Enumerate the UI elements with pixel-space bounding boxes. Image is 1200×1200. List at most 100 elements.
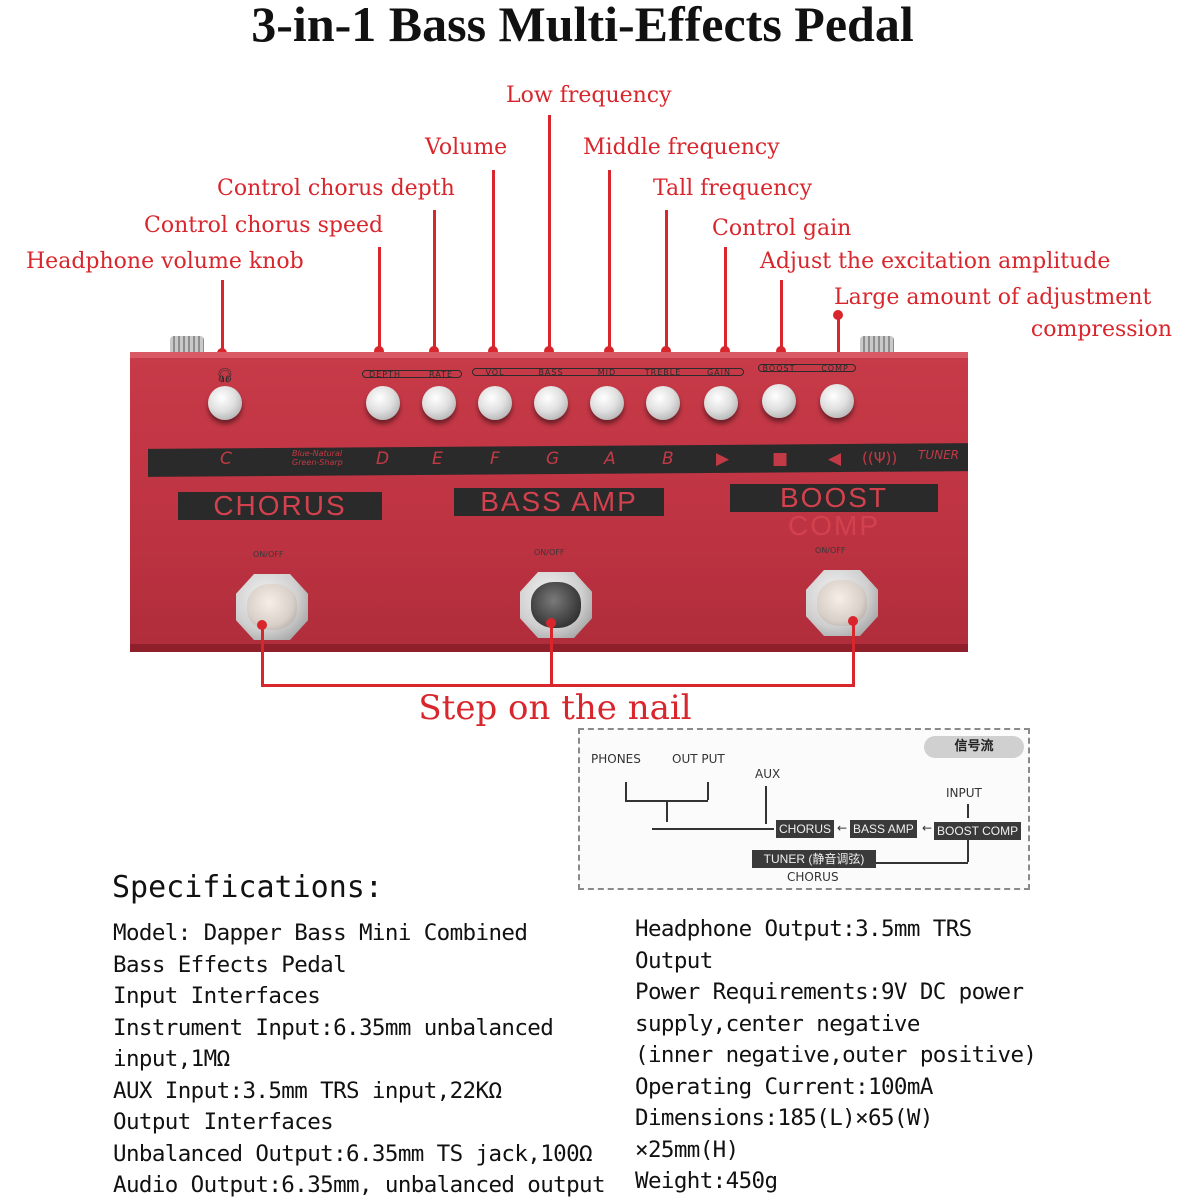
tuning-fork-icon: ((Ψ)) (862, 449, 898, 467)
callout-compression-line-2: compression (1030, 317, 1172, 342)
spec-line: Unbalanced Output:6.35mm TS jack,100Ω (113, 1140, 593, 1167)
flow-line-return (967, 840, 969, 862)
callout-chorus-depth: Control chorus depth (217, 176, 455, 201)
amp-knob-group (472, 368, 744, 376)
onoff-label-chorus: ON/OFF (253, 550, 284, 559)
tuner-label: TUNER (918, 448, 960, 462)
pointer-dot-bass (544, 346, 554, 356)
knob-label-bass: BASS (538, 368, 564, 377)
pointer-line-bass (548, 115, 551, 352)
spec-line: Bass Effects Pedal (113, 951, 347, 978)
knob-label-depth: DEPTH (369, 370, 401, 379)
bracket-center-leg (550, 624, 553, 686)
headphone-volume-knob[interactable] (208, 386, 242, 420)
chorus-knob-group (362, 370, 462, 378)
boost-knob[interactable] (762, 384, 796, 418)
tuner-legend: Blue-Natural Green-Sharp (292, 449, 343, 467)
vol-knob[interactable] (478, 386, 512, 420)
tuner-note-g: G (546, 449, 560, 469)
callout-chorus-speed: Control chorus speed (144, 213, 384, 238)
tuner-legend-blue: Blue-Natural (292, 449, 343, 458)
treble-knob[interactable] (646, 386, 680, 420)
bass-knob[interactable] (534, 386, 568, 420)
stop-icon: ■ (772, 449, 789, 469)
flow-arrow-left-2: ← (922, 821, 933, 835)
chorus-footswitch-cap (247, 584, 297, 630)
specs-left-column: Model: Dapper Bass Mini Combined Bass Ef… (113, 918, 606, 1200)
onoff-label-boost-comp: ON/OFF (815, 546, 846, 555)
boost-knob-group (758, 364, 856, 372)
flow-box-bass-amp: BASS AMP (850, 820, 917, 838)
knob-label-mid: MID (597, 368, 617, 377)
flow-label-bottom-chorus: CHORUS (787, 870, 839, 884)
spec-line: Audio Output:6.35mm, unbalanced output (113, 1172, 606, 1198)
pointer-line-vol (492, 170, 495, 352)
tuner-note-b: B (662, 449, 674, 469)
tuner-legend-green: Green-Sharp (292, 458, 343, 467)
pointer-line-gain (724, 247, 727, 352)
spec-line: Weight:450g (635, 1168, 778, 1194)
boost-comp-footswitch-cap (817, 580, 867, 626)
headphone-icon: 🎧︎ (216, 368, 234, 384)
pointer-line-mid (608, 170, 611, 352)
reverse-icon: ◀ (828, 449, 842, 469)
tuner-note-e: E (432, 449, 443, 469)
signal-flow-diagram: 信号流 PHONES OUT PUT AUX INPUT CHORUS ← BA… (578, 728, 1030, 890)
bracket-left-leg (261, 626, 264, 686)
flow-line-down (666, 800, 668, 822)
knob-label-boost: BOOST (762, 364, 796, 373)
pointer-dot-gain (720, 346, 730, 356)
flow-label-phones: PHONES (591, 752, 641, 766)
knob-label-comp: COMP (821, 364, 849, 373)
specs-right-column: Headphone Output:3.5mm TRS Output Power … (635, 914, 1037, 1198)
spec-line: Output Interfaces (113, 1109, 334, 1135)
spec-line: Dimensions:185(L)×65(W) (635, 1105, 933, 1131)
flow-line-aux (765, 786, 767, 824)
flow-line-main (652, 828, 774, 830)
gain-knob[interactable] (704, 386, 738, 420)
pointer-line-treble (665, 210, 668, 352)
callout-volume: Volume (425, 135, 508, 160)
flow-line-output (707, 782, 709, 800)
pointer-line-rate (433, 210, 436, 352)
callout-middle-frequency: Middle frequency (583, 135, 780, 160)
spec-line: supply,center negative (635, 1010, 920, 1037)
flow-box-chorus: CHORUS (776, 820, 835, 838)
callout-headphone-volume: Headphone volume knob (26, 249, 304, 274)
play-icon: ▶ (716, 449, 730, 469)
bracket-dot-center (546, 618, 556, 628)
flow-box-tuner: TUNER (静音调弦) (752, 850, 876, 868)
flow-label-aux: AUX (755, 767, 781, 781)
callout-control-gain: Control gain (712, 216, 852, 241)
callout-compression: Large amount of adjustment compression (834, 282, 1172, 346)
tuner-note-c: C (220, 449, 232, 469)
signal-flow-title: 信号流 (924, 736, 1024, 758)
bracket-dot-left (257, 620, 267, 630)
bracket-bar (261, 684, 855, 687)
comp-knob[interactable] (820, 384, 854, 418)
flow-arrow-left-1: ← (837, 821, 848, 835)
callout-low-frequency: Low frequency (506, 83, 672, 108)
pointer-dot-boost (776, 346, 786, 356)
page-title: 3-in-1 Bass Multi-Effects Pedal (251, 0, 914, 52)
pointer-line-boost (780, 280, 783, 352)
spec-line: Headphone Output:3.5mm TRS (635, 916, 972, 942)
tuner-note-a: A (604, 449, 616, 469)
pointer-dot-depth (374, 346, 384, 356)
spec-line: (inner negative,outer positive) (635, 1042, 1037, 1068)
flow-box-boost-comp: BOOST COMP (934, 822, 1022, 840)
spec-line: ×25mm(H) (635, 1136, 739, 1163)
rate-knob[interactable] (422, 386, 456, 420)
depth-knob[interactable] (366, 386, 400, 420)
section-label-boost-comp: BOOST COMP (730, 484, 938, 540)
mid-knob[interactable] (590, 386, 624, 420)
spec-line: Output (635, 947, 713, 974)
section-label-chorus: CHORUS (178, 492, 382, 520)
section-label-bass-amp: BASS AMP (454, 488, 664, 516)
onoff-label-bass-amp: ON/OFF (534, 548, 565, 557)
tuner-note-f: F (490, 449, 500, 469)
bracket-right-leg (852, 622, 855, 686)
spec-line: Instrument Input:6.35mm unbalanced (113, 1014, 554, 1041)
flow-label-output: OUT PUT (672, 752, 725, 766)
knob-label-gain: GAIN (706, 368, 731, 377)
